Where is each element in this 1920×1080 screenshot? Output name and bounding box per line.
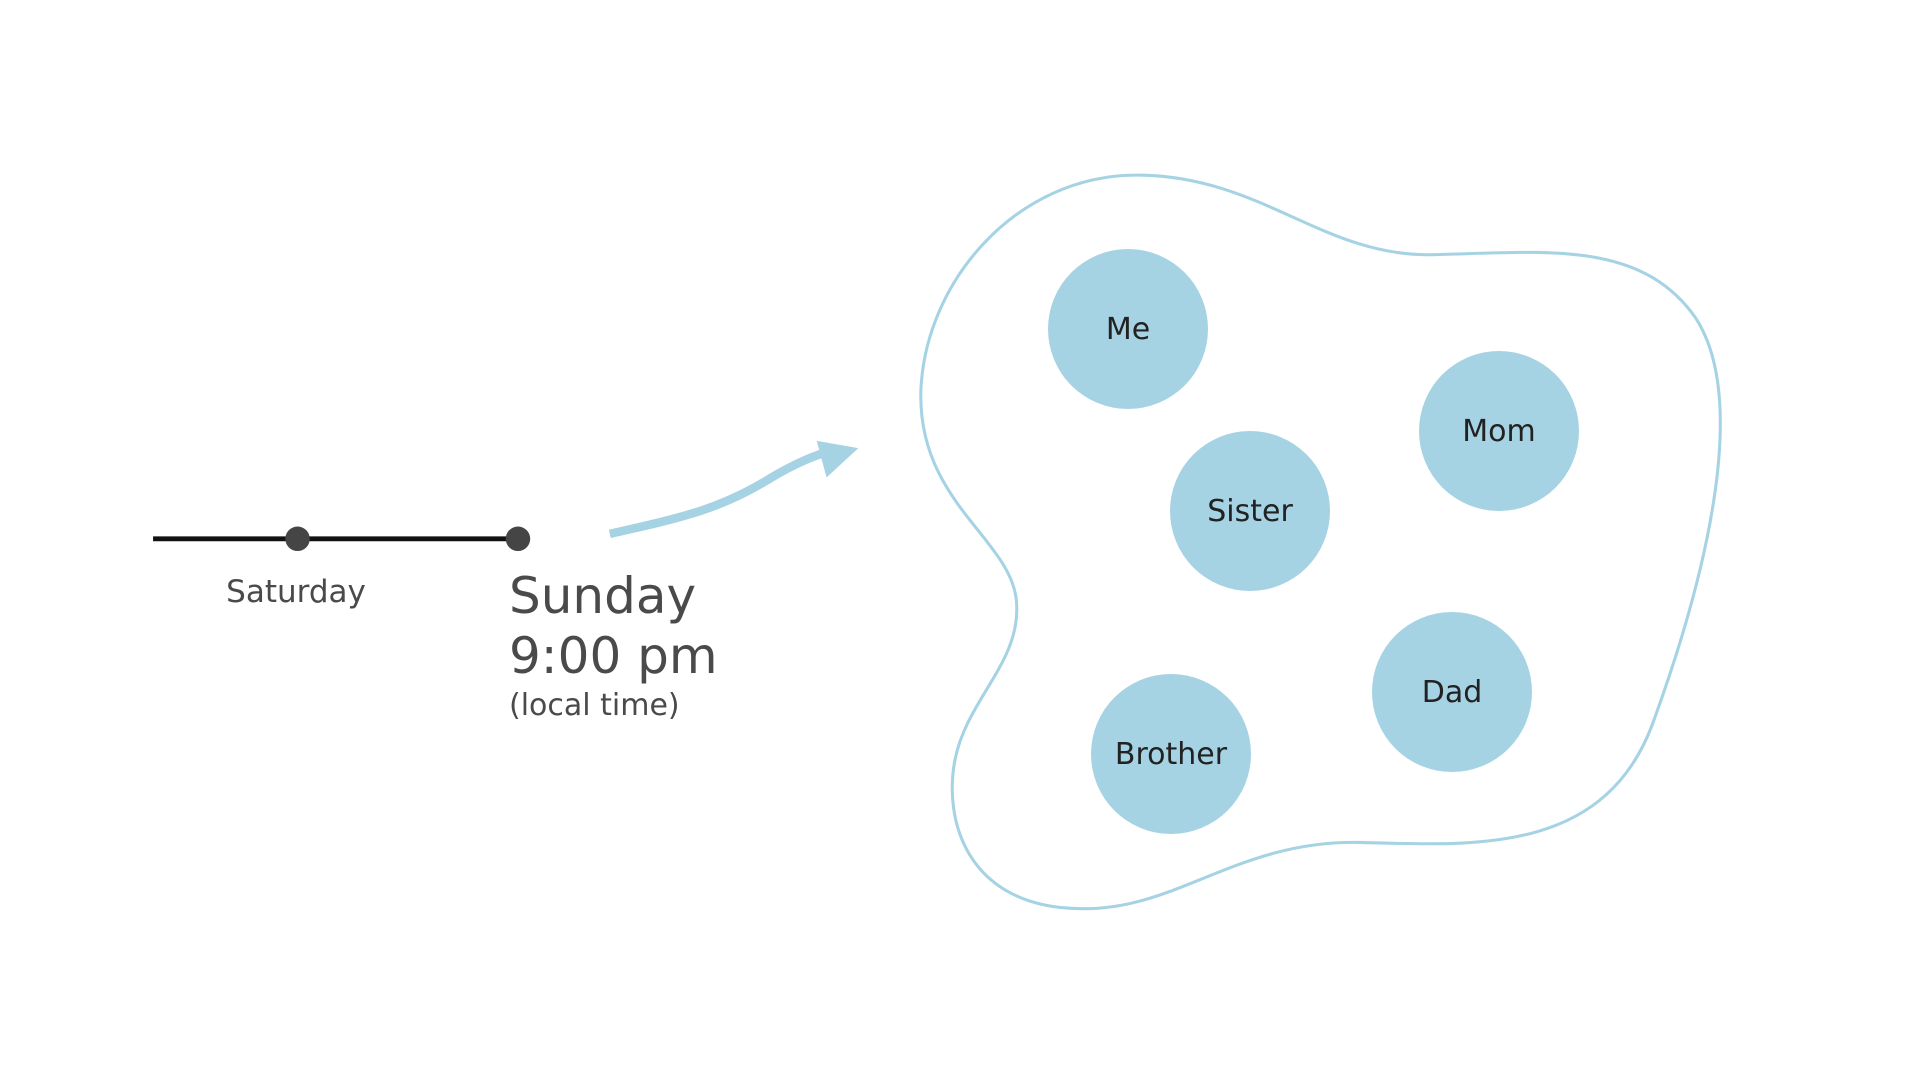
saturday-label: Saturday	[226, 574, 366, 610]
member-me: Me	[1048, 249, 1208, 409]
arrow-head-icon	[816, 440, 859, 478]
sunday-time: 9:00 pm	[509, 627, 718, 685]
timeline-dot-saturday	[285, 526, 310, 552]
member-mom: Mom	[1419, 351, 1579, 511]
sunday-label: Sunday	[509, 567, 697, 625]
arrow-shaft	[608, 445, 837, 539]
family-group-outline	[919, 173, 1722, 911]
member-dad: Dad	[1372, 612, 1532, 772]
member-sister: Sister	[1170, 431, 1330, 591]
sunday-time-note: (local time)	[509, 688, 680, 723]
timeline-dot-sunday	[505, 526, 531, 552]
member-brother: Brother	[1091, 674, 1251, 834]
